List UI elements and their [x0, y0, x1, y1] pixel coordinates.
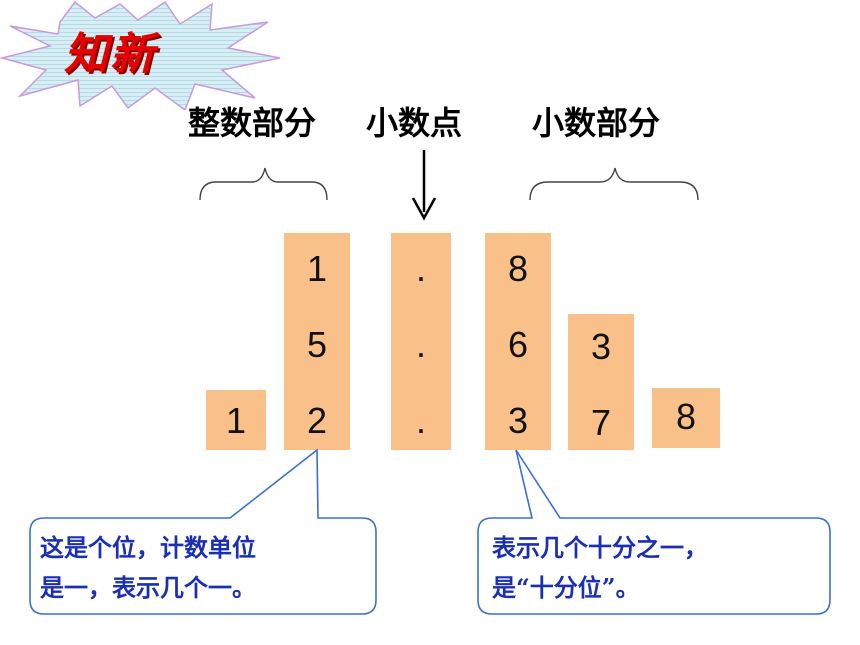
left-callout-bubble	[29, 448, 377, 615]
row3-thousandths-digit: 8	[675, 396, 697, 437]
thousandths-column	[652, 388, 720, 448]
row1-point: .	[415, 248, 426, 289]
right-note: 表示几个十分之一， 是“十分位”。	[492, 528, 708, 608]
badge-title: 知新	[64, 29, 156, 80]
row2-ones-digit: 5	[306, 324, 328, 365]
ones-column	[284, 233, 350, 450]
decimal-part-heading: 小数部分	[532, 104, 661, 142]
row3-hundredths-digit: 7	[590, 402, 612, 443]
point-column	[391, 233, 451, 450]
decimal-point-arrow	[411, 150, 437, 221]
integer-brace	[199, 167, 328, 201]
row1-tenths-digit: 8	[507, 248, 529, 289]
row2-tenths-digit: 6	[507, 324, 529, 365]
title-badge: 知新	[0, 0, 290, 112]
left-note-line2: 是一，表示几个一。	[40, 573, 256, 602]
hundredths-column	[568, 314, 634, 450]
decimal-point-heading: 小数点	[366, 104, 463, 142]
row3-point: .	[415, 400, 426, 441]
left-note-line1: 这是个位，计数单位	[40, 533, 256, 562]
left-note: 这是个位，计数单位 是一，表示几个一。	[40, 528, 256, 608]
row3-ones-digit: 2	[306, 400, 328, 441]
right-note-line1: 表示几个十分之一，	[492, 533, 708, 562]
row3-tenths-digit: 3	[507, 400, 529, 441]
tens-column	[206, 390, 266, 450]
row1-ones-digit: 1	[306, 248, 328, 289]
right-note-line2: 是“十分位”。	[492, 573, 640, 602]
row3-tens-digit: 1	[225, 400, 247, 441]
right-callout-bubble	[477, 449, 831, 615]
starburst-icon	[0, 0, 281, 112]
row2-point: .	[415, 324, 426, 365]
tenths-column	[485, 233, 551, 450]
row2-hundredths-digit: 3	[590, 326, 612, 367]
integer-part-heading: 整数部分	[188, 104, 317, 142]
decimal-brace	[529, 167, 699, 201]
